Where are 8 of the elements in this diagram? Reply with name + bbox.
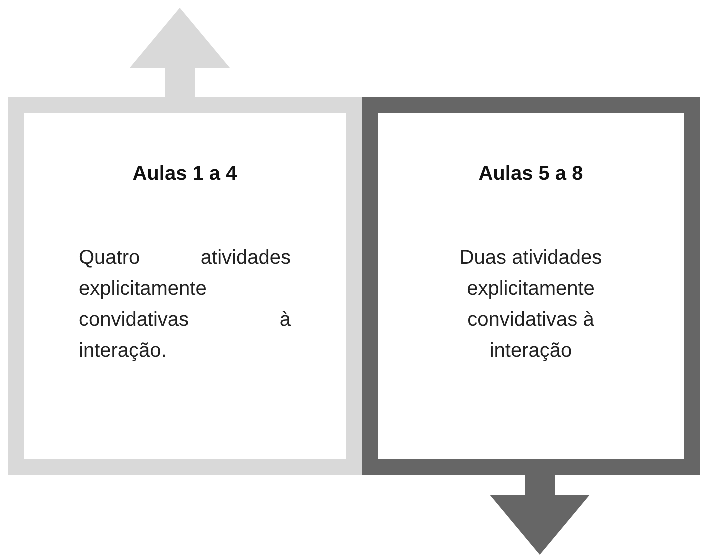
- text-box: [362, 97, 700, 475]
- description-text: Duas atividades explicitamente convidativas à interação: [458, 246, 604, 364]
- text-box: [8, 97, 362, 475]
- block-arrow: [130, 8, 230, 97]
- heading: Aulas 1 a 4: [132, 163, 238, 186]
- description-text: Quatro atividades explicitamente convidativas à interação.: [79, 246, 291, 364]
- block-arrow: [490, 475, 590, 555]
- heading: Aulas 5 a 8: [478, 163, 584, 186]
